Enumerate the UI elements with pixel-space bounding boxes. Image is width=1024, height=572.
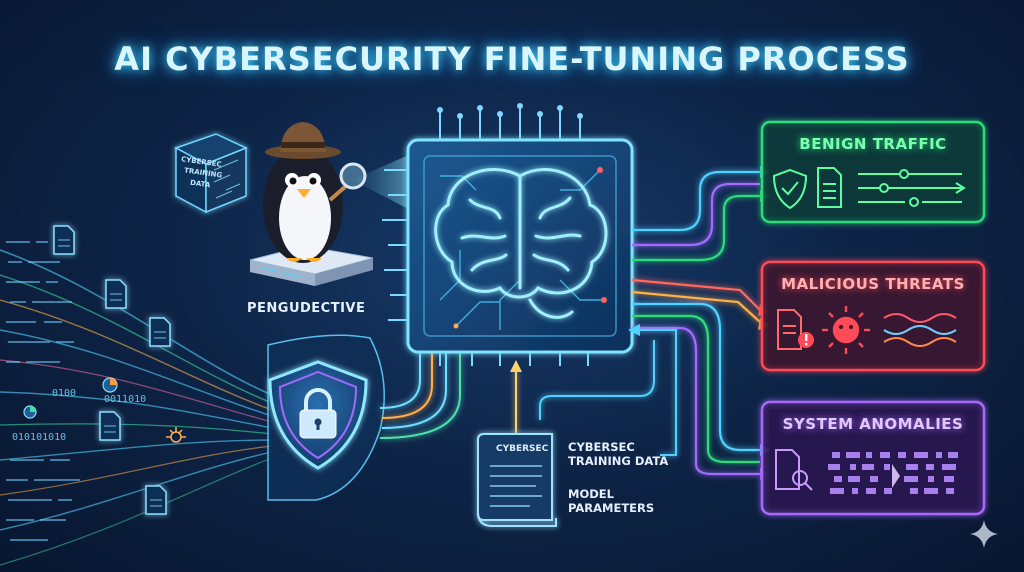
warning-icon bbox=[798, 332, 814, 348]
virus-icon bbox=[822, 306, 870, 354]
bug-icon bbox=[166, 427, 186, 443]
brain-icon bbox=[434, 168, 608, 319]
training-data-label: CYBERSEC bbox=[568, 440, 635, 454]
circuit-traces bbox=[439, 169, 604, 330]
input-lines bbox=[515, 329, 677, 456]
mascot-label: PENGUDECTIVE bbox=[247, 301, 366, 316]
glitch-pattern-icon bbox=[828, 452, 958, 494]
traffic-lines-icon bbox=[858, 169, 966, 207]
check-shield-icon bbox=[772, 168, 808, 210]
training-data-label: TRAINING DATA bbox=[568, 454, 669, 468]
noise-waves-icon bbox=[883, 313, 957, 347]
anomalies-card bbox=[760, 400, 986, 516]
binary-text: 0011010 bbox=[104, 394, 147, 405]
penguin-detective-icon bbox=[263, 122, 367, 263]
code-dashes bbox=[6, 241, 80, 541]
model-parameters-label: PARAMETERS bbox=[568, 501, 655, 515]
data-stream bbox=[0, 249, 273, 566]
model-parameters-label: MODEL bbox=[568, 487, 614, 501]
lock-icon bbox=[299, 388, 337, 439]
system-anomalies-label: SYSTEM ANOMALIES bbox=[782, 415, 964, 433]
page-title: AI CYBERSECURITY FINE-TUNING PROCESS bbox=[114, 40, 910, 78]
shield-chip-connectors bbox=[379, 352, 461, 439]
output-connectors bbox=[631, 170, 761, 476]
data-cube bbox=[174, 133, 248, 214]
sparkle-icon bbox=[970, 520, 998, 548]
scan-beam bbox=[352, 150, 420, 215]
binary-text: 0100 bbox=[52, 388, 77, 399]
benign-traffic-label: BENIGN TRAFFIC bbox=[799, 135, 947, 153]
chip-pins bbox=[382, 103, 589, 366]
document-icon bbox=[817, 167, 842, 208]
search-document-icon bbox=[775, 449, 813, 491]
book-icon bbox=[477, 433, 557, 527]
input-arrowheads bbox=[510, 324, 640, 372]
pie-chart-icon bbox=[23, 377, 118, 419]
malicious-threats-label: MALICIOUS THREATS bbox=[781, 275, 965, 293]
warning-document-icon bbox=[777, 309, 802, 350]
book-label: CYBERSEC bbox=[496, 444, 549, 454]
binary-text: 010101010 bbox=[12, 432, 67, 443]
